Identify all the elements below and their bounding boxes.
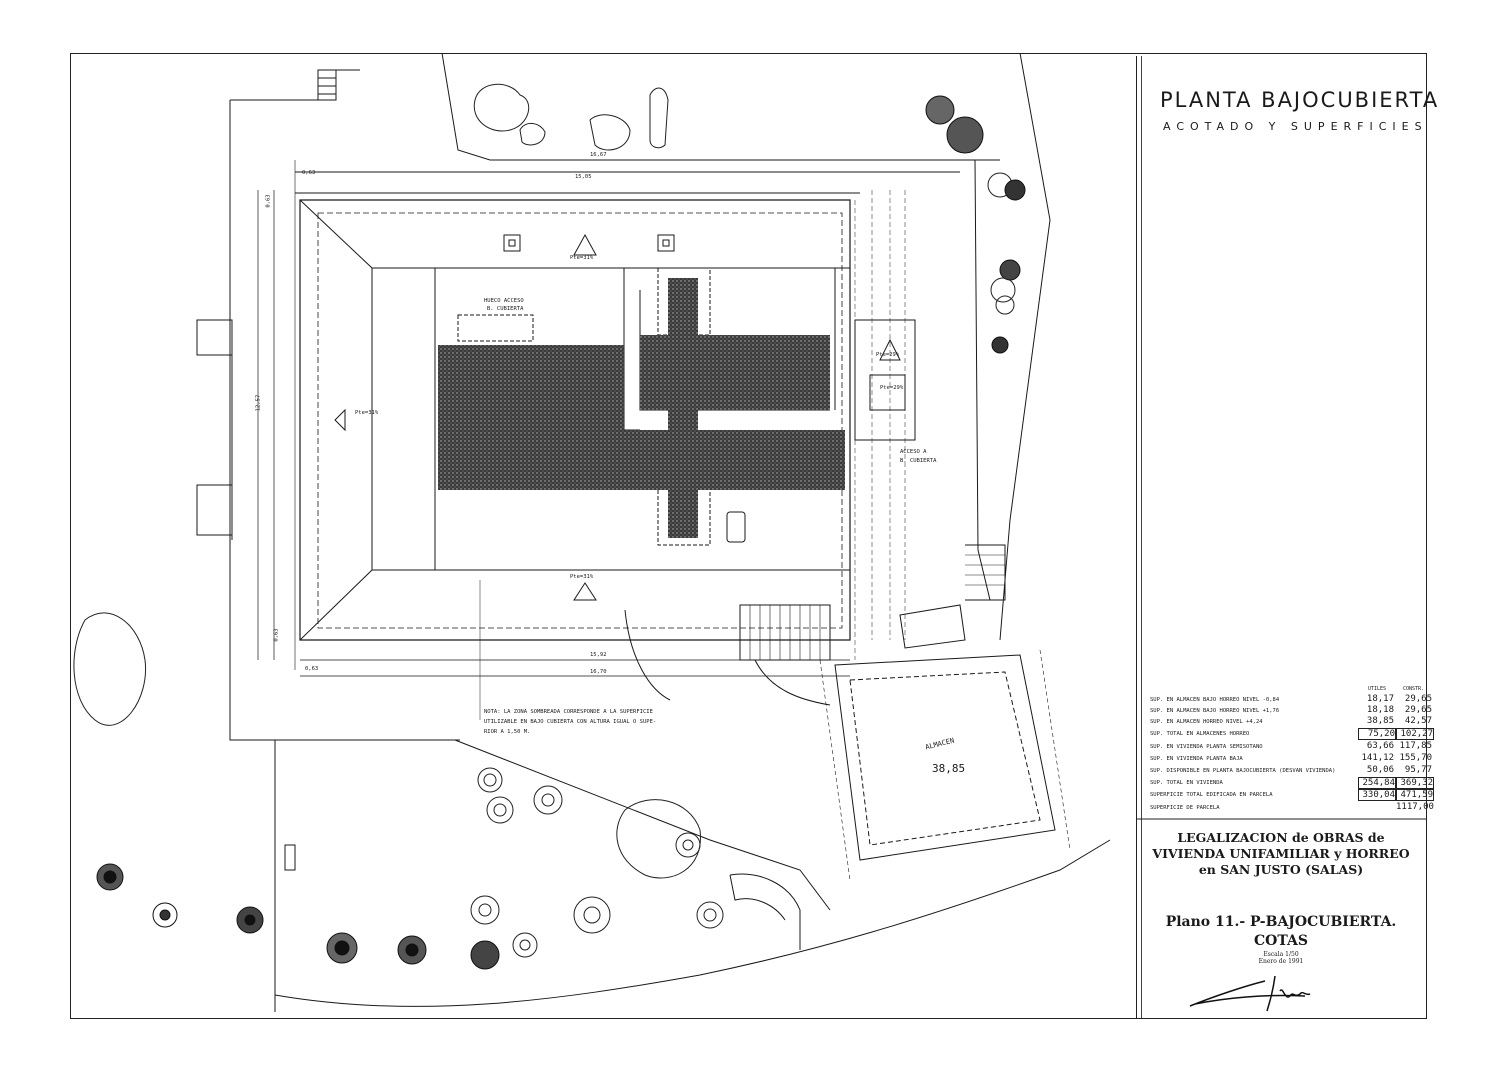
row-label: SUPERFICIE DE PARCELA	[1150, 805, 1220, 811]
pte-top: Pte=31%	[570, 255, 594, 261]
dim-top-inner: 15,05	[575, 174, 592, 180]
table-row: SUP. EN VIVIENDA PLANTA BAJA 141,12 155,70	[1150, 753, 1432, 763]
row-constr: 102,27	[1396, 728, 1434, 740]
row-label: SUP. EN ALMACEN BAJO HORREO NIVEL -0,84	[1150, 697, 1280, 703]
row-utiles: 18,17	[1366, 694, 1394, 704]
acceso-label-2: B. CUBIERTA	[900, 458, 937, 464]
table-row: SUPERFICIE TOTAL EDIFICADA EN PARCELA 330…	[1150, 789, 1434, 801]
dim-bottom-outer: 16,70	[590, 669, 607, 675]
header-utiles: UTILES	[1368, 686, 1387, 692]
almacen-area: 38,85	[932, 762, 966, 775]
row-utiles: 50,06	[1366, 765, 1394, 775]
signature	[1189, 975, 1311, 1012]
table-row: SUP. EN ALMACEN HORREO NIVEL +4,24 38,85 4…	[1150, 716, 1432, 726]
note-line-1: NOTA: LA ZONA SOMBREADA CORRESPONDE A LA…	[484, 709, 653, 715]
plan-title: PLANTA BAJOCUBIERTA	[1160, 88, 1440, 112]
row-constr: 471,59	[1396, 789, 1434, 801]
row-label: SUP. EN VIVIENDA PLANTA BAJA	[1150, 756, 1243, 762]
plan-subtitle: ACOTADO Y SUPERFICIES	[1163, 120, 1428, 133]
table-row: SUP. EN ALMACEN BAJO HORREO NIVEL -0,84 1…	[1150, 694, 1432, 704]
pte-right-1: Pte=29%	[876, 352, 900, 358]
row-constr: 95,77	[1404, 765, 1432, 775]
drawing-border	[70, 53, 1427, 1019]
legalizacion-line-1: LEGALIZACION de OBRAS de	[1177, 830, 1385, 845]
dim-063-b: 0,63	[265, 194, 272, 208]
row-label: SUP. EN ALMACEN HORREO NIVEL +4,24	[1150, 719, 1263, 725]
row-utiles: 63,66	[1366, 741, 1394, 751]
pte-bottom: Pte=31%	[570, 574, 594, 580]
row-utiles: 75,20	[1358, 728, 1396, 740]
table-row: SUP. EN VIVIENDA PLANTA SEMISOTANO 63,66 1…	[1150, 741, 1432, 751]
dim-063-d: 0,63	[305, 666, 319, 672]
row-constr: 29,65	[1404, 705, 1432, 715]
row-label: SUP. TOTAL EN ALMACENES HORREO	[1150, 731, 1250, 737]
row-utiles: 141,12	[1361, 753, 1394, 763]
legalizacion-line-2: VIVIENDA UNIFAMILIAR y HORREO	[1152, 846, 1410, 861]
panel-divider	[1136, 818, 1426, 820]
pte-right-2: Pte=29%	[880, 385, 904, 391]
plano-escala: Escala 1/50	[1263, 951, 1299, 958]
row-utiles: 18,18	[1366, 705, 1394, 715]
title-panel	[1136, 56, 1427, 1018]
pte-left: Pte=31%	[355, 410, 379, 416]
row-constr: 29,65	[1404, 694, 1432, 704]
dim-063-a: 0,63	[302, 170, 316, 176]
plano-title: Plano 11.- P-BAJOCUBIERTA.	[1165, 914, 1397, 930]
header-constr: CONSTR.	[1403, 686, 1425, 692]
row-label: SUP. TOTAL EN VIVIENDA	[1150, 780, 1223, 786]
table-row: SUPERFICIE DE PARCELA 1117,00	[1150, 802, 1434, 812]
row-utiles: 38,85	[1366, 716, 1394, 726]
row-constr: 369,32	[1396, 777, 1434, 789]
dim-063-c: 0,63	[273, 628, 280, 642]
row-label: SUP. DISPONIBLE EN PLANTA BAJOCUBIERTA (…	[1150, 768, 1336, 774]
table-row: SUP. EN ALMACEN BAJO HORREO NIVEL +1,76 1…	[1150, 705, 1432, 715]
hueco-label-1: HUECO ACCESO	[484, 298, 524, 304]
note-line-3: RIOR A 1,50 M.	[484, 729, 531, 735]
row-constr: 1117,00	[1396, 802, 1434, 812]
table-row: SUP. DISPONIBLE EN PLANTA BAJOCUBIERTA (…	[1150, 765, 1432, 775]
row-label: SUP. EN ALMACEN BAJO HORREO NIVEL +1,76	[1150, 708, 1280, 714]
row-constr: 42,57	[1404, 716, 1432, 726]
dim-bottom-inner: 15,92	[590, 652, 607, 658]
row-constr: 117,85	[1399, 741, 1432, 751]
legalizacion-line-3: en SAN JUSTO (SALAS)	[1198, 862, 1364, 877]
dim-top-outer: 16,67	[590, 152, 607, 158]
row-label: SUP. EN VIVIENDA PLANTA SEMISOTANO	[1150, 744, 1263, 750]
dim-left: 12,57	[255, 394, 262, 412]
note-block: NOTA: LA ZONA SOMBREADA CORRESPONDE A LA…	[484, 707, 684, 737]
plano-fecha: Enero de 1991	[1258, 958, 1304, 965]
note-line-2: UTILIZABLE EN BAJO CUBIERTA CON ALTURA I…	[484, 719, 657, 725]
row-label: SUPERFICIE TOTAL EDIFICADA EN PARCELA	[1150, 792, 1273, 798]
row-utiles: 254,84	[1358, 777, 1396, 789]
hueco-label-2: B. CUBIERTA	[487, 306, 524, 312]
plano-cotas: COTAS	[1254, 933, 1308, 949]
row-utiles: 330,04	[1358, 789, 1396, 801]
row-constr: 155,70	[1399, 753, 1432, 763]
acceso-label-1: ACCESO A	[900, 449, 927, 455]
